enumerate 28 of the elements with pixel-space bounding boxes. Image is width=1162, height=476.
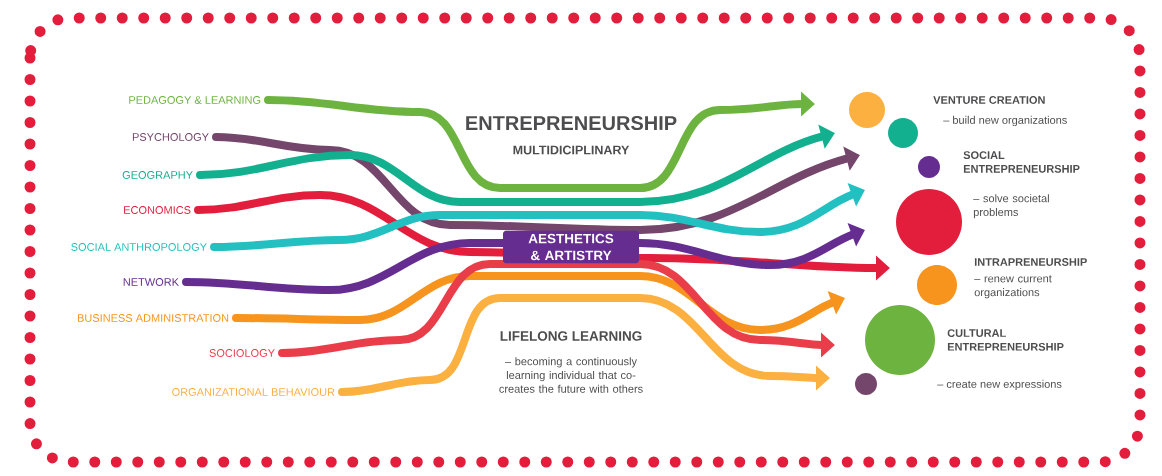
discipline-label: ECONOMICS: [124, 206, 191, 214]
heading: SOCIAL ENTREPRENEURSHIP: [963, 151, 1080, 173]
arrow: [212, 133, 860, 234]
arrow: [338, 294, 830, 396]
arrow: [196, 124, 835, 206]
heading: CULTURAL ENTREPRENEURSHIP: [947, 329, 1064, 351]
description-text: – build new organizations: [943, 115, 1067, 127]
arrow: [210, 183, 865, 251]
discipline-label: PEDAGOGY & LEARNING: [129, 96, 261, 104]
heading: INTRAPRENEURSHIP: [974, 258, 1087, 266]
heading: VENTURE CREATION: [933, 96, 1045, 104]
discipline-label: PSYCHOLOGY: [132, 133, 209, 141]
discipline-label: GEOGRAPHY: [122, 171, 193, 179]
description-text: – renew current organizations: [974, 275, 1052, 299]
description-text: – becoming a continuously learning individual that co-creates the future with others: [499, 357, 643, 393]
discipline-label: SOCIOLOGY: [209, 349, 275, 357]
title: ENTREPRENEURSHIP: [466, 115, 677, 131]
description-text: – create new expressions: [937, 379, 1062, 391]
discipline-label: SOCIAL ANTHROPOLOGY: [71, 243, 207, 251]
heading: MULTIDICIPLINARY: [513, 145, 630, 155]
discipline-label: NETWORK: [123, 278, 179, 286]
discipline-label: ORGANIZATIONAL BEHAVIOUR: [172, 388, 335, 396]
heading: AESTHETICS & ARTISTRY: [503, 230, 639, 264]
heading: LIFELONG LEARNING: [500, 331, 642, 341]
arrow: [264, 91, 815, 192]
arrow: [232, 272, 845, 334]
discipline-label: BUSINESS ADMINISTRATION: [77, 314, 229, 322]
description-text: – solve societal problems: [973, 194, 1049, 219]
